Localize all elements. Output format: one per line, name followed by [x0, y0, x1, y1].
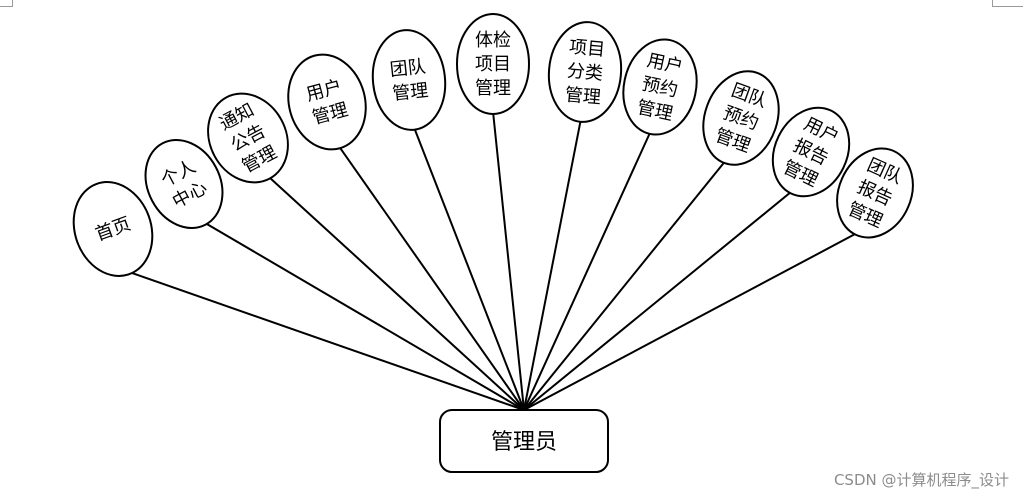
connector-line-user-booking-management — [523, 131, 652, 411]
node-ellipse-team-booking-management — [702, 70, 780, 166]
root-node-box — [439, 409, 609, 473]
connector-line-team-booking-management — [523, 160, 727, 411]
root-node-label: 管理员 — [491, 430, 557, 455]
connector-line-checkup-item-management — [492, 111, 525, 411]
connector-line-home — [128, 270, 525, 411]
node-ellipse-notice-management — [207, 92, 289, 184]
connector-line-team-report-management — [523, 232, 858, 411]
node-ellipse-team-report-management — [836, 147, 914, 239]
page-corner-mark-left — [0, 0, 13, 7]
node-label-team-management-line-1: 团队 — [389, 56, 427, 81]
node-ellipse-user-booking-management — [622, 38, 698, 136]
node-ellipse-user-report-management — [771, 106, 851, 198]
connector-line-user-management — [337, 145, 525, 411]
connector-line-notice-management — [267, 175, 525, 411]
root-node: 管理员 — [439, 409, 609, 473]
node-label-checkup-item-management-line-3: 管理 — [475, 78, 511, 99]
connector-line-item-category-management — [523, 119, 582, 411]
node-ellipse-item-category-management — [547, 21, 623, 123]
node-label-item-category-management-line-3: 管理 — [564, 84, 602, 108]
node-ellipse-home — [72, 181, 154, 277]
watermark: CSDN @计算机程序_设计 — [833, 471, 1009, 489]
node-label-checkup-item-management-line-1: 体检 — [475, 30, 511, 51]
node-label-team-management-line-2: 管理 — [391, 80, 429, 105]
node-ellipse-user-management — [287, 53, 367, 151]
node-label-item-category-management-line-2: 分类 — [566, 60, 604, 84]
node-ellipse-personal-center — [144, 139, 224, 229]
node-label-item-category-management-line-1: 项目 — [568, 37, 606, 61]
node-home: 首页 — [72, 181, 154, 277]
connector-line-team-management — [413, 126, 525, 411]
node-ellipse-team-management — [371, 29, 447, 131]
connector-lines — [128, 111, 858, 411]
node-ellipse-checkup-item-management — [456, 13, 530, 115]
connector-line-user-report-management — [523, 190, 793, 411]
node-label-checkup-item-management-line-2: 项目 — [475, 54, 511, 75]
function-nodes: 首页个人中心通知公告管理用户管理团队管理体检项目管理项目分类管理用户预约管理团队… — [72, 13, 914, 277]
page-corner-mark-right — [992, 0, 1023, 7]
connector-line-personal-center — [204, 221, 525, 411]
